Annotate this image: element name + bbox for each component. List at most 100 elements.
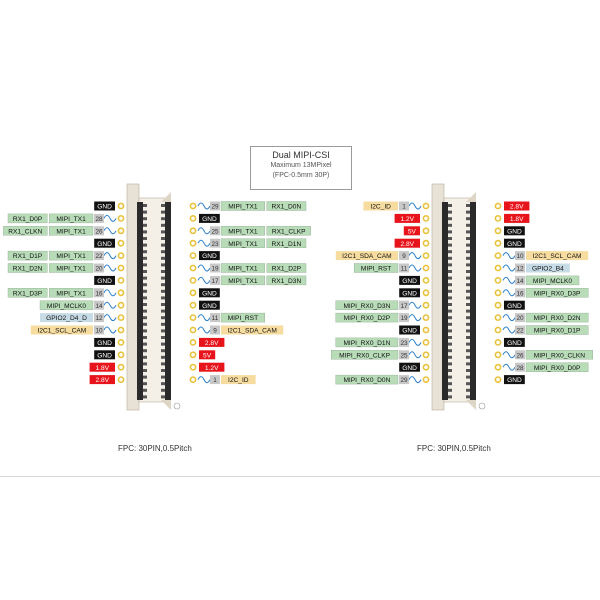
signal-wire: [502, 276, 516, 284]
pin-label: GND: [97, 241, 112, 248]
pin-tick: [161, 388, 165, 392]
pin-tick: [466, 256, 470, 260]
pin-tick: [143, 336, 147, 339]
pin-label: I2C1_SCL_CAM: [533, 253, 582, 260]
connector-pad: [494, 239, 502, 247]
pin-tick: [466, 263, 470, 267]
signal-wire: [502, 363, 516, 371]
pin-number-bg: [210, 313, 220, 323]
left-fpc-caption: FPC: 30PIN,0.5Pitch: [118, 444, 192, 453]
signal-wire: [502, 314, 516, 322]
pin-label-bg: [199, 213, 220, 223]
pin-label: MIPI_RX0_CLKN: [534, 352, 586, 359]
connector-pad: [117, 214, 125, 222]
connector-pad: [494, 227, 502, 235]
signal-wire: [502, 351, 516, 359]
pin-number-bg: [94, 263, 104, 273]
pin-number: 23: [400, 340, 408, 347]
pin-number: 22: [516, 328, 524, 335]
pin-label: GND: [402, 278, 417, 285]
pin-tick: [143, 283, 147, 287]
pin-number-bg: [94, 313, 104, 323]
pin-tick: [448, 210, 452, 214]
pin-tick: [161, 263, 165, 267]
pin-tick: [161, 204, 165, 207]
connector-pins-right: [470, 202, 476, 400]
pin-number-bg: [515, 313, 525, 323]
pin-number-bg: [210, 325, 220, 335]
pin-tick: [448, 223, 452, 227]
pin-label: GND: [202, 303, 217, 310]
signal-wire: [103, 214, 117, 222]
pin-label-bg: [49, 288, 94, 298]
pin-number-bg: [399, 350, 409, 360]
pin-label: 1.2V: [401, 216, 415, 223]
pin-label-bg: [504, 238, 525, 248]
pin-number-bg: [515, 325, 525, 335]
pin-tick: [143, 388, 147, 392]
pin-tick: [448, 217, 452, 221]
pin-number-bg: [515, 350, 525, 360]
pin-label-bg: [525, 350, 594, 360]
pin-tick: [448, 276, 452, 280]
pin-number: 26: [95, 228, 103, 235]
connector-pad: [117, 252, 125, 259]
pin-number: 9: [213, 328, 217, 335]
pin-label: 5V: [203, 352, 212, 359]
signal-wire: [197, 202, 211, 210]
pin-label: 1.2V: [205, 365, 219, 372]
pin-label-bg: [30, 325, 93, 335]
pin-label: MIPI_RX0_CLKP: [339, 352, 391, 359]
pin-number: 23: [211, 241, 219, 248]
pin-number-bg: [94, 325, 104, 335]
pin-label-bg: [49, 226, 94, 236]
pin-tick: [161, 303, 165, 306]
connector-pad: [422, 289, 430, 297]
pin-label: RX1_D1P: [13, 253, 43, 260]
pin-tick: [143, 395, 147, 399]
pin-number: 26: [516, 352, 524, 359]
connector-pad: [422, 214, 430, 222]
pin-label-bg: [526, 251, 589, 261]
pin-tick: [448, 237, 452, 240]
pin-tick: [448, 263, 452, 267]
pin-number: 20: [516, 315, 524, 322]
pin-tick: [466, 243, 470, 247]
connector-notch-top: [161, 192, 171, 202]
pin-number: 1: [213, 377, 217, 384]
pin-tick: [448, 230, 452, 234]
pin-label: MIPI_MCLK0: [47, 303, 87, 310]
pin-tick: [466, 329, 470, 333]
pin-label: 2.8V: [401, 241, 415, 248]
pin-number-bg: [94, 213, 104, 223]
connector-pad: [422, 202, 430, 210]
pin-tick: [466, 283, 470, 287]
pin-number-bg: [515, 275, 525, 285]
signal-wire: [197, 264, 211, 272]
connector-pins-left: [137, 202, 143, 400]
pin-number: 19: [400, 315, 408, 322]
connector-notch-bottom: [161, 400, 171, 410]
pin-tick: [448, 270, 452, 273]
pin-label: GND: [97, 204, 112, 211]
pin-label-bg: [266, 275, 307, 286]
pin-tick: [143, 382, 147, 386]
pin-tick: [143, 270, 147, 273]
pin-number: 1: [402, 204, 406, 211]
pin-label-bg: [220, 201, 265, 211]
title-box: Dual MIPI-CSI Maximum 13MPixel (FPC-0.5m…: [250, 146, 352, 190]
pin-label-bg: [221, 375, 256, 385]
signal-wire: [197, 326, 211, 334]
pin-label: MIPI_TX1: [56, 266, 86, 273]
pin-tick: [448, 322, 452, 326]
connector-pad: [422, 227, 430, 235]
pin-label-bg: [266, 263, 307, 273]
connector-pad: [117, 326, 125, 334]
pin-label: GND: [402, 290, 417, 297]
pin-tick: [161, 289, 165, 293]
pin-label-bg: [40, 313, 93, 323]
pin-label: I2C1_SCL_CAM: [38, 328, 87, 335]
pin-number: 12: [95, 315, 103, 322]
pin-label: RX1_D1N: [272, 241, 302, 248]
